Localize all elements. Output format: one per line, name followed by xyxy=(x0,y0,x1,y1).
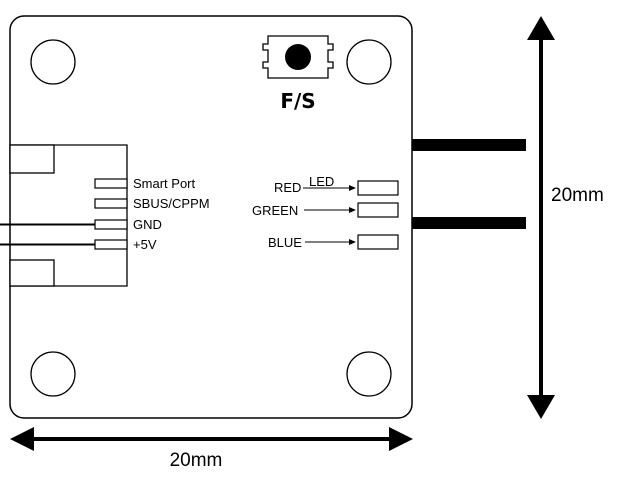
height-dimension-arrow xyxy=(527,16,555,419)
connector-latch-top xyxy=(9,144,55,174)
led-pad-blue xyxy=(357,234,399,250)
led-label-green: GREEN xyxy=(252,203,298,218)
mounting-hole-top-right xyxy=(346,39,392,85)
led-arrow-red xyxy=(303,185,356,191)
fs-button-label: F/S xyxy=(280,89,315,113)
led-pad-red xyxy=(357,180,399,196)
led-label-blue: BLUE xyxy=(268,235,302,250)
fs-button-cap xyxy=(285,44,311,70)
wire-right-bottom xyxy=(412,217,526,229)
mounting-hole-bottom-right xyxy=(346,351,392,397)
wire-right-top xyxy=(412,139,526,151)
led-label-red: RED xyxy=(274,180,301,195)
pad-sbus-cppm xyxy=(94,198,128,209)
height-dimension-label: 20mm xyxy=(551,185,604,206)
pad-smart-port xyxy=(94,178,128,189)
pin-label-smart-port: Smart Port xyxy=(133,176,196,191)
led-arrow-green xyxy=(304,207,356,213)
pad-5v xyxy=(94,239,128,250)
pin-label-5v: +5V xyxy=(133,237,157,252)
connector-latch-bottom xyxy=(9,259,55,287)
width-dimension-label: 20mm xyxy=(170,450,223,471)
mounting-hole-top-left xyxy=(30,39,76,85)
fs-button xyxy=(262,35,334,79)
pin-label-sbus-cppm: SBUS/CPPM xyxy=(133,196,210,211)
mounting-hole-bottom-left xyxy=(30,351,76,397)
width-dimension-arrow xyxy=(10,427,413,451)
connector-housing xyxy=(9,144,128,287)
led-arrow-blue xyxy=(305,239,356,245)
pin-label-gnd: GND xyxy=(133,217,162,232)
pad-gnd xyxy=(94,219,128,230)
led-pad-green xyxy=(357,202,399,218)
led-title: LED xyxy=(309,174,334,189)
